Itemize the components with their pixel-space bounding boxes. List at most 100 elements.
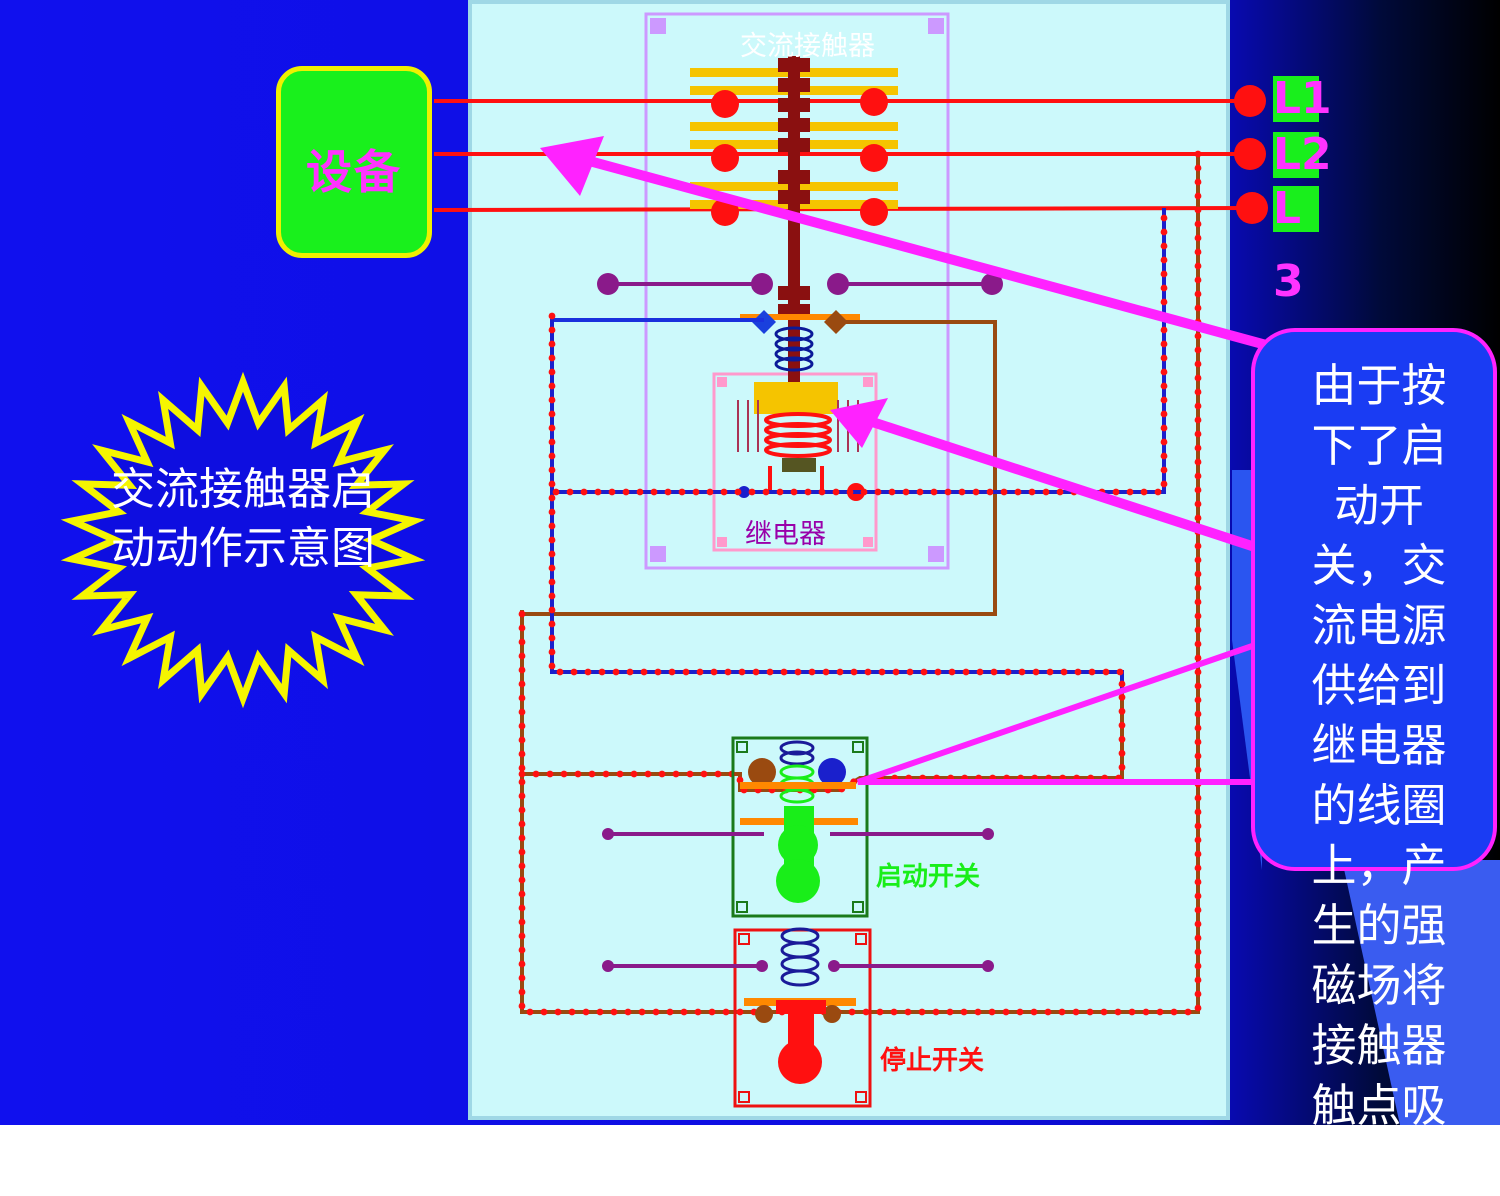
wire-dot [1060, 668, 1068, 676]
wire-dot [932, 1008, 940, 1016]
wire-dot [518, 834, 526, 842]
frame-corner [650, 18, 666, 34]
wire-dot [1194, 1004, 1202, 1012]
wire-dot [1194, 164, 1202, 172]
wire-dot [548, 382, 556, 390]
wire-dot [570, 668, 578, 676]
wire-dot [944, 488, 952, 496]
wire-dot [548, 592, 556, 600]
aux-terminal [597, 273, 619, 295]
wire-dot [1044, 1008, 1052, 1016]
wire-dot [1118, 735, 1126, 743]
wire-dot [1194, 626, 1202, 634]
wire-dot [1016, 1008, 1024, 1016]
frame-corner [650, 546, 666, 562]
terminal-l1 [1234, 85, 1266, 117]
starburst-shape [60, 371, 426, 709]
wire-dot [652, 1008, 660, 1016]
wire-dot [616, 770, 624, 778]
wire-dot [1014, 488, 1022, 496]
wire-dot [1160, 452, 1168, 460]
wire-dot [1118, 749, 1126, 757]
wire-dot [518, 694, 526, 702]
wire-dot [848, 1008, 856, 1016]
wire-dot [1194, 710, 1202, 718]
start-switch-label: 启动开关 [876, 862, 981, 892]
wire-dot [548, 522, 556, 530]
wire-dot [790, 488, 798, 496]
wire-dot [1194, 962, 1202, 970]
wire-dot [864, 668, 872, 676]
wire-dot [876, 1008, 884, 1016]
wire-dot [518, 862, 526, 870]
wire-dot [566, 488, 574, 496]
wire-dot [666, 1008, 674, 1016]
wire-dot [862, 1008, 870, 1016]
wire-dot [518, 610, 526, 618]
wire-dot [1114, 1008, 1122, 1016]
wire-dot [902, 488, 910, 496]
frame-corner [863, 377, 873, 387]
wire-dot [540, 1008, 548, 1016]
phase-l3-suffix: 3 [1273, 256, 1304, 307]
wire-dot [1194, 906, 1202, 914]
wire-dot [1194, 234, 1202, 242]
start-contact [818, 758, 846, 786]
wire-dot [1194, 990, 1202, 998]
stop-spring-icon [780, 927, 820, 987]
wire-dot [650, 488, 658, 496]
wire-dot [1194, 374, 1202, 382]
wire-dot [1194, 486, 1202, 494]
wire-dot [1194, 178, 1202, 186]
wire-dot [548, 550, 556, 558]
wire-dot [548, 578, 556, 586]
wire-dot [1194, 752, 1202, 760]
wire-dot [1160, 256, 1168, 264]
wire-dot [518, 890, 526, 898]
wire-dot [518, 1002, 526, 1010]
wire-dot [710, 668, 718, 676]
wire-dot [1194, 864, 1202, 872]
wire-dot [560, 770, 568, 778]
wire-dot [532, 770, 540, 778]
wire-dot [1194, 682, 1202, 690]
frame-corner [863, 537, 873, 547]
frame-corner [717, 537, 727, 547]
wire-dot [1194, 808, 1202, 816]
wire-dot [808, 668, 816, 676]
start-terminal [602, 828, 614, 840]
wire-dot [1126, 488, 1134, 496]
wire-dot [1160, 466, 1168, 474]
wire-dot [1194, 612, 1202, 620]
wire-dot [1194, 346, 1202, 354]
wire-dot [602, 770, 610, 778]
wire-dot [804, 488, 812, 496]
wire-dot [946, 1008, 954, 1016]
wire-dot [636, 488, 644, 496]
device-label: 设备 [306, 145, 402, 199]
callout-shadow [1342, 860, 1500, 1125]
wire-dot [548, 396, 556, 404]
wire-dot [1000, 488, 1008, 496]
wire-dot [584, 668, 592, 676]
wire-dot [594, 488, 602, 496]
wire-dot [1004, 668, 1012, 676]
wire-dot [766, 668, 774, 676]
wire-dot [518, 960, 526, 968]
wire-dot [1160, 382, 1168, 390]
wire-dot [1194, 542, 1202, 550]
wire-dot [1194, 584, 1202, 592]
wire-dot [626, 668, 634, 676]
wire-dot [1160, 410, 1168, 418]
callout-box [1251, 328, 1497, 871]
wire-dot [918, 1008, 926, 1016]
relay-core [782, 458, 816, 472]
wire-dot [1074, 668, 1082, 676]
wire-dot [1160, 298, 1168, 306]
wire-dot [548, 340, 556, 348]
frame-corner [717, 377, 727, 387]
wire-dot [548, 452, 556, 460]
wire-dot [612, 668, 620, 676]
wire-dot [548, 634, 556, 642]
wire-dot [1194, 248, 1202, 256]
